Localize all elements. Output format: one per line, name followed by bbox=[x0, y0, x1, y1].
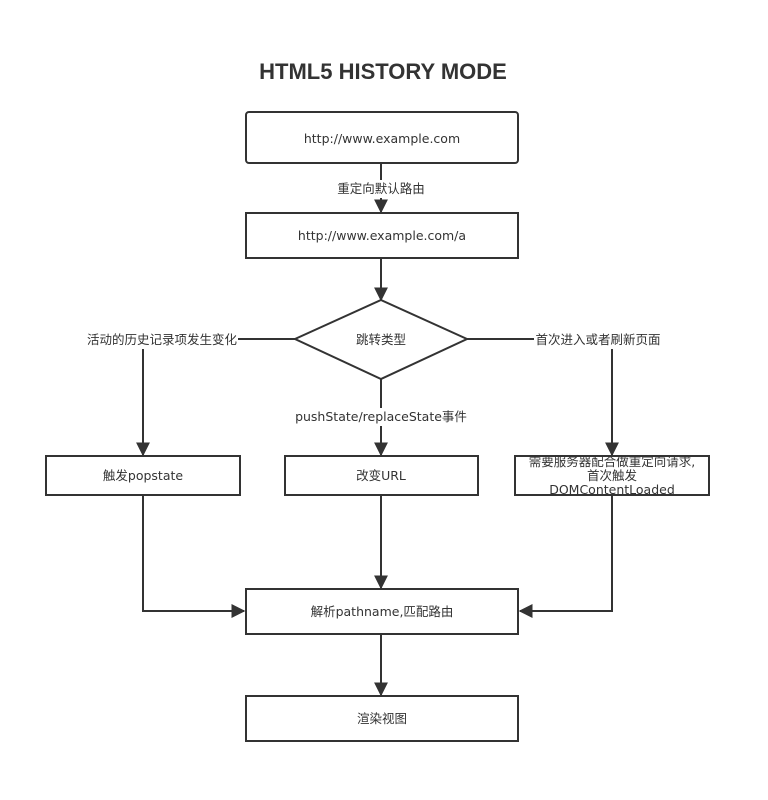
node-default-route-label: http://www.example.com/a bbox=[298, 228, 466, 243]
node-reload-label-line-2: 首次触发 bbox=[587, 468, 638, 483]
node-parse bbox=[245, 588, 519, 635]
node-popstate bbox=[45, 455, 241, 496]
node-decision-label: 跳转类型 bbox=[356, 332, 406, 347]
node-decision bbox=[292, 298, 470, 381]
node-default-route bbox=[245, 212, 519, 259]
edge-decision-to-reload bbox=[467, 338, 619, 457]
node-reload-label-line-3: DOMContentLoaded bbox=[549, 482, 675, 497]
node-change-url bbox=[284, 455, 479, 496]
node-start-label: http://www.example.com bbox=[304, 131, 460, 146]
edge-label-history-change: 活动的历史记录项发生变化 bbox=[87, 332, 238, 347]
edge-label-first-enter: 首次进入或者刷新页面 bbox=[535, 332, 660, 347]
diagram-title: HTML5 HISTORY MODE bbox=[259, 59, 507, 84]
edge-decision-to-popstate bbox=[136, 338, 295, 457]
node-parse-label: 解析pathname,匹配路由 bbox=[311, 604, 454, 619]
edge-reload-to-parse bbox=[518, 495, 613, 618]
node-popstate-label: 触发popstate bbox=[103, 468, 183, 483]
edge-label-redirect-default: 重定向默认路由 bbox=[337, 181, 425, 196]
node-change-url-label: 改变URL bbox=[356, 468, 406, 483]
node-render bbox=[245, 695, 519, 742]
node-start bbox=[245, 111, 519, 164]
edge-popstate-to-parse bbox=[142, 495, 246, 618]
node-reload bbox=[514, 455, 710, 496]
node-reload-label-line-1: 需要服务器配合做重定向请求, bbox=[529, 454, 695, 469]
node-render-label: 渲染视图 bbox=[357, 711, 407, 726]
edge-label-push-replace: pushState/replaceState事件 bbox=[295, 409, 467, 424]
